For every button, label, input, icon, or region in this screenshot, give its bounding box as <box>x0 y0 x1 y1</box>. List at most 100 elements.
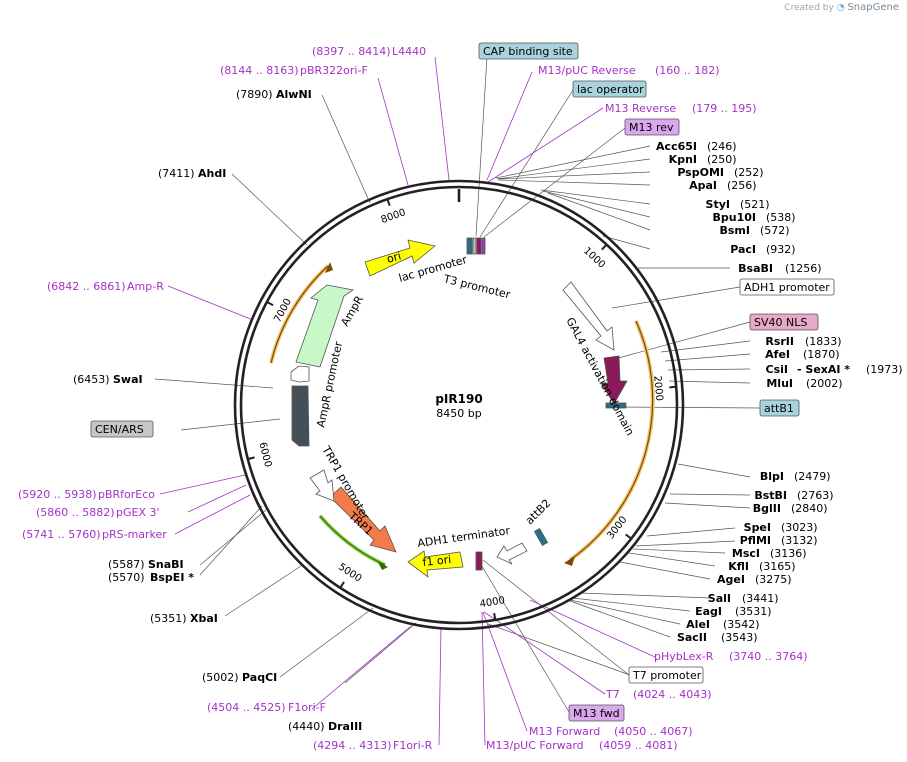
enzyme-bstbi: BstBI(2763) <box>754 489 833 502</box>
primer-t7: T7(4024 .. 4043) <box>605 688 712 701</box>
svg-text:(246): (246) <box>707 140 737 153</box>
svg-text:SacII: SacII <box>677 631 707 644</box>
box-sv40-nls: SV40 NLS <box>749 313 819 331</box>
primer-m13-reverse: M13 Reverse(179 .. 195) <box>605 102 757 115</box>
box-m13-rev: M13 rev <box>624 118 680 136</box>
enzyme-mlui: MluI (2002) <box>766 377 842 390</box>
enzyme-kpni: KpnI(250) <box>669 153 737 166</box>
svg-text:(8397 .. 8414): (8397 .. 8414) <box>312 45 391 58</box>
enzyme-bspei: (5570) BspEI * <box>108 571 194 584</box>
svg-text:MscI: MscI <box>732 547 760 560</box>
svg-text:- SexAI *: - SexAI * <box>797 363 850 376</box>
svg-text:(3740 .. 3764): (3740 .. 3764) <box>729 650 808 663</box>
svg-text:F1ori-F: F1ori-F <box>288 701 326 714</box>
svg-text:(6453): (6453) <box>73 373 110 386</box>
tick-label: 5000 <box>336 562 363 585</box>
enzyme-pflmi: PflMI(3132) <box>740 534 818 547</box>
enzyme-sali: SalI(3441) <box>708 592 779 605</box>
svg-text:RsrII: RsrII <box>765 335 794 348</box>
svg-text:(8144 .. 8163): (8144 .. 8163) <box>220 64 299 77</box>
enzyme-acc65i: Acc65I(246) <box>656 140 737 153</box>
svg-text:AgeI: AgeI <box>717 573 745 586</box>
svg-text:AlwNI: AlwNI <box>276 88 312 101</box>
credit-prefix: Created by <box>784 3 834 13</box>
enzyme-bglii: BglII(2840) <box>753 502 828 515</box>
enzyme-draiii: (4440)DraIII <box>288 720 362 733</box>
svg-text:ADH1 promoter: ADH1 promoter <box>744 281 830 294</box>
primer-pgex3: (5860 .. 5882)pGEX 3' <box>36 506 160 519</box>
enzyme-bpu10i: Bpu10I(538) <box>713 211 796 224</box>
svg-text:(1256): (1256) <box>785 262 822 275</box>
svg-text:lac operator: lac operator <box>577 83 644 96</box>
enzyme-rsrii: RsrII (1833) <box>765 335 841 348</box>
svg-text:(5002): (5002) <box>202 671 239 684</box>
svg-text:(4059 .. 4081): (4059 .. 4081) <box>599 739 678 752</box>
svg-text:Amp-R: Amp-R <box>127 280 164 293</box>
svg-text:SpeI: SpeI <box>744 521 771 534</box>
svg-text:(2479): (2479) <box>794 470 831 483</box>
svg-text:T7 promoter: T7 promoter <box>632 669 702 682</box>
svg-text:(2002): (2002) <box>806 377 843 390</box>
plasmid-name: pIR190 <box>435 392 482 406</box>
svg-text:(1870): (1870) <box>803 348 840 361</box>
svg-text:EagI: EagI <box>695 605 722 618</box>
ampr-arrow <box>295 284 355 368</box>
svg-text:(5570): (5570) <box>108 571 145 584</box>
svg-text:XbaI: XbaI <box>190 612 218 625</box>
svg-text:BspEI *: BspEI * <box>150 571 194 584</box>
svg-text:pGEX 3': pGEX 3' <box>116 506 160 519</box>
svg-text:DraIII: DraIII <box>328 720 362 733</box>
ampr-promoter-arrow <box>290 365 310 383</box>
adh1-terminator-arrow <box>496 542 528 565</box>
enzyme-kfli: KflI (3165) <box>728 560 795 573</box>
tick-mark <box>339 581 345 589</box>
gal4-arrow <box>562 281 615 351</box>
enzyme-agei: AgeI(3275) <box>717 573 792 586</box>
svg-text:MluI: MluI <box>766 377 793 390</box>
box-t7-promoter: T7 promoter <box>628 666 704 684</box>
svg-text:(250): (250) <box>707 153 737 166</box>
feature-arrows <box>290 237 628 578</box>
svg-text:(1833): (1833) <box>805 335 842 348</box>
enzyme-alei: AleI(3542) <box>686 618 759 631</box>
box-lac-operator: lac operator <box>572 80 647 98</box>
svg-text:(3165): (3165) <box>759 560 796 573</box>
svg-text:BsaBI: BsaBI <box>738 262 773 275</box>
feature-t3-promoter-label: T3 promoter <box>441 272 512 301</box>
svg-text:KflI: KflI <box>728 560 749 573</box>
adh1-term-marker <box>475 551 483 571</box>
tick-label: 4000 <box>479 595 506 610</box>
enzyme-ahdi: (7411)AhdI <box>158 167 226 180</box>
svg-text:(7890): (7890) <box>236 88 273 101</box>
ring-features <box>269 262 655 570</box>
box-m13-fwd: M13 fwd <box>568 704 625 722</box>
enzyme-paci: PacI(932) <box>730 243 795 256</box>
svg-text:AleI: AleI <box>686 618 710 631</box>
svg-text:(252): (252) <box>734 166 764 179</box>
svg-text:SnaBI: SnaBI <box>148 558 184 571</box>
svg-text:SwaI: SwaI <box>113 373 143 386</box>
sv40-arrow <box>600 355 628 405</box>
svg-text:(256): (256) <box>727 179 757 192</box>
primer-m13-forward: M13 Forward(4050 .. 4067) <box>529 725 693 738</box>
svg-text:pRS-marker: pRS-marker <box>102 528 167 541</box>
svg-text:(4294 .. 4313): (4294 .. 4313) <box>313 739 392 752</box>
boxed-labels: CAP binding site lac operator M13 rev AD… <box>90 42 835 722</box>
primer-phyblex-r: pHybLex-R(3740 .. 3764) <box>654 650 808 663</box>
attb1-marker <box>605 402 627 409</box>
trp1-promoter-arrow <box>309 469 335 502</box>
svg-text:(5860 .. 5882): (5860 .. 5882) <box>36 506 115 519</box>
svg-text:(572): (572) <box>760 224 790 237</box>
svg-text:(7411): (7411) <box>158 167 195 180</box>
enzyme-bsmi: BsmI(572) <box>720 224 790 237</box>
svg-text:(5351): (5351) <box>150 612 187 625</box>
svg-text:(160 .. 182): (160 .. 182) <box>655 64 720 77</box>
plasmid-backbone <box>233 179 685 631</box>
credit-brand: SnapGene <box>847 2 899 13</box>
svg-text:PspOMI: PspOMI <box>677 166 724 179</box>
primer-prs-marker: (5741 .. 5760)pRS-marker <box>22 528 167 541</box>
svg-text:(3023): (3023) <box>781 521 818 534</box>
svg-text:M13 Reverse: M13 Reverse <box>605 102 676 115</box>
svg-text:M13/pUC Forward: M13/pUC Forward <box>486 739 584 752</box>
